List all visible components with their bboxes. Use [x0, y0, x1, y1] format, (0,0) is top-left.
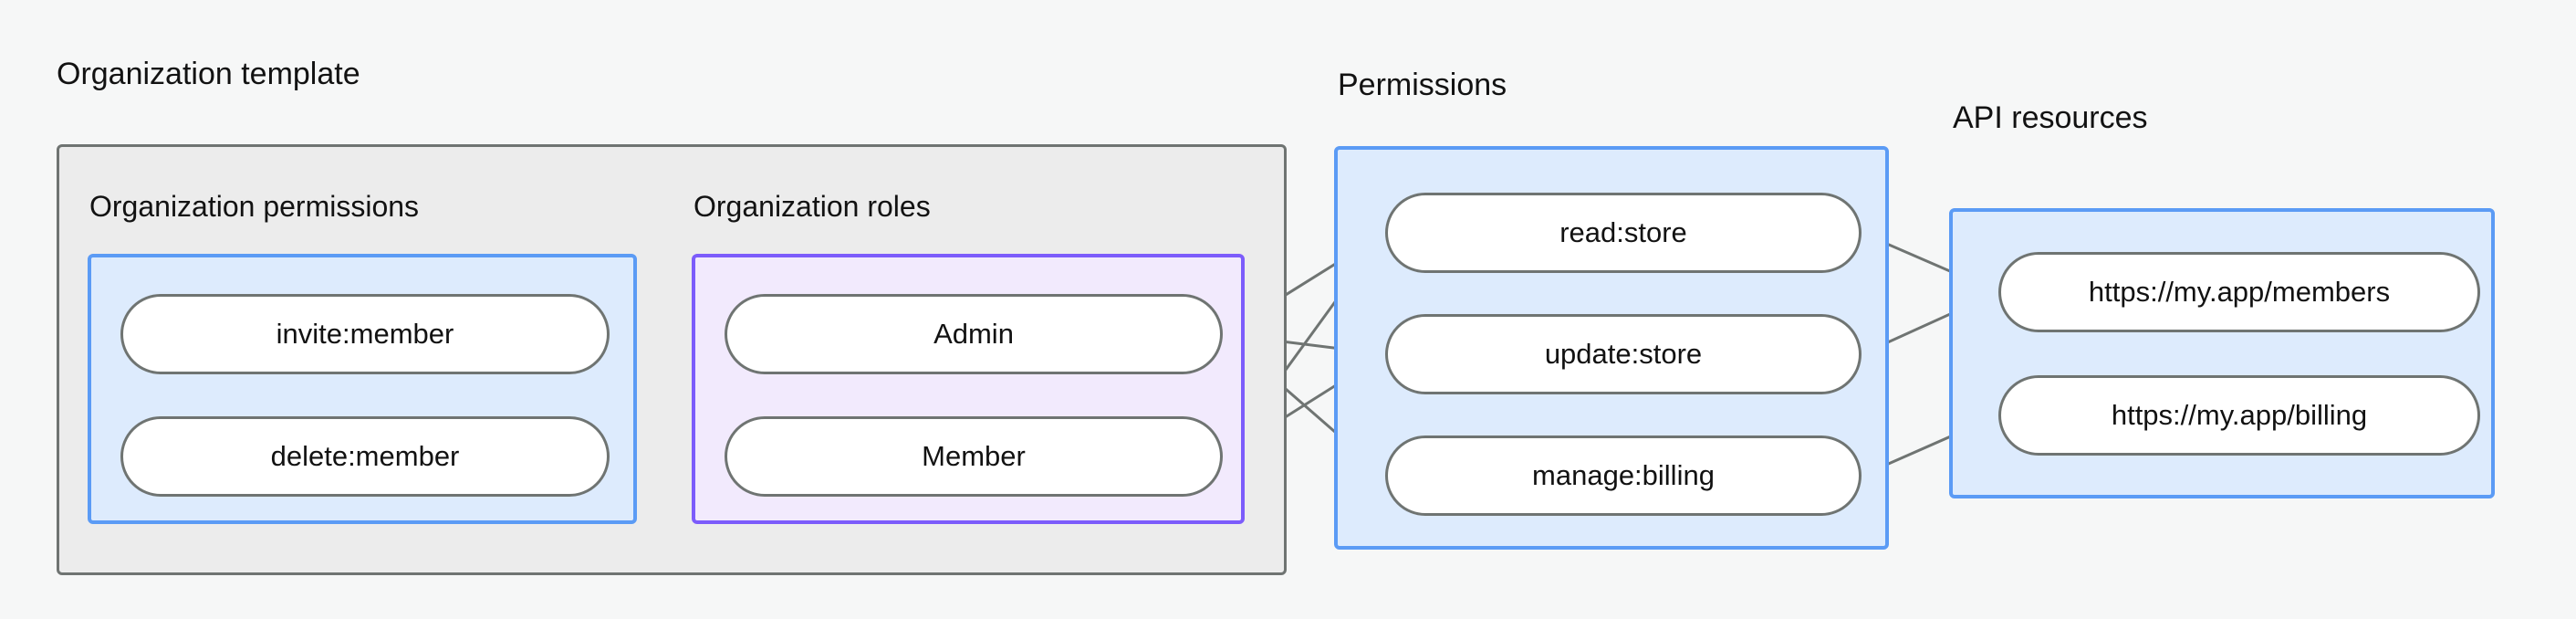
organization-template-title: Organization template	[57, 57, 360, 91]
api-resources-title: API resources	[1953, 100, 2148, 135]
node-delete-member[interactable]: delete:member	[120, 416, 610, 497]
node-update-store[interactable]: update:store	[1385, 314, 1862, 394]
node-read-store[interactable]: read:store	[1385, 193, 1862, 273]
node-members-resource[interactable]: https://my.app/members	[1998, 252, 2480, 332]
organization-permissions-title: Organization permissions	[89, 190, 420, 223]
node-member[interactable]: Member	[725, 416, 1223, 497]
organization-roles-title: Organization roles	[694, 190, 931, 223]
node-invite-member[interactable]: invite:member	[120, 294, 610, 374]
node-admin[interactable]: Admin	[725, 294, 1223, 374]
node-manage-billing[interactable]: manage:billing	[1385, 435, 1862, 516]
permissions-title: Permissions	[1338, 68, 1507, 102]
node-billing-resource[interactable]: https://my.app/billing	[1998, 375, 2480, 456]
